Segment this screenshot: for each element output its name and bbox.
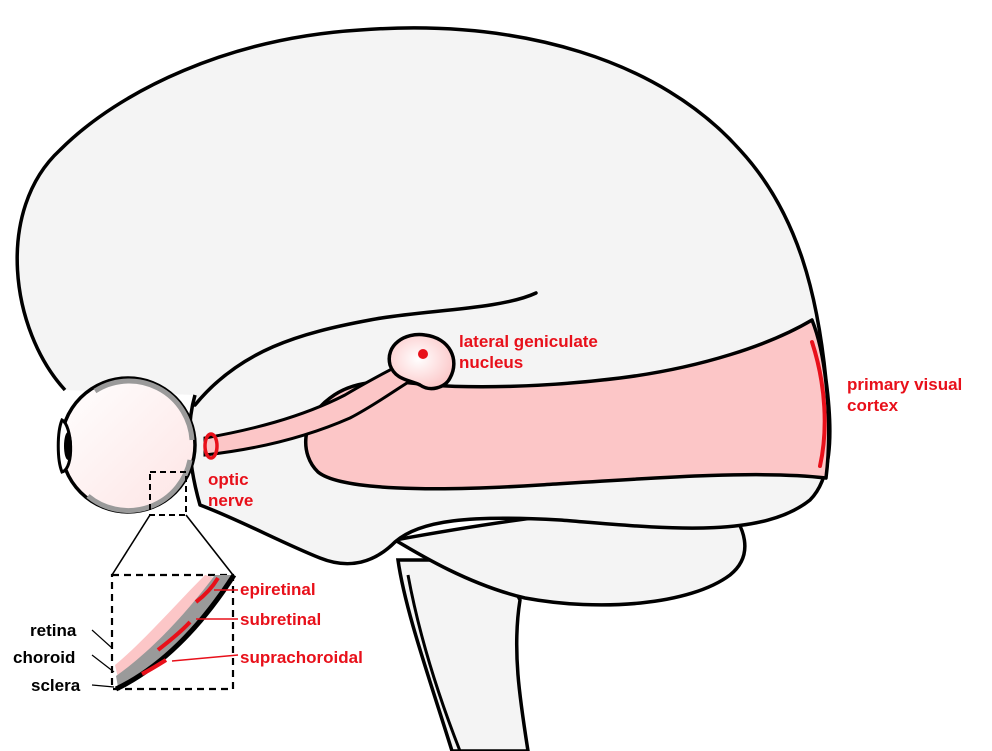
label-epiretinal: epiretinal bbox=[240, 579, 316, 600]
label-cortex: primary visual cortex bbox=[847, 374, 962, 416]
label-sclera: sclera bbox=[31, 675, 80, 696]
label-lgn-line1: lateral geniculate bbox=[459, 331, 598, 352]
label-subretinal: subretinal bbox=[240, 609, 321, 630]
label-lgn: lateral geniculate nucleus bbox=[459, 331, 598, 373]
label-optic-nerve: optic nerve bbox=[208, 469, 253, 511]
leader-retina bbox=[92, 630, 112, 648]
zoom-line-right bbox=[186, 515, 233, 575]
zoom-line-left bbox=[112, 515, 150, 575]
label-suprachoroidal: suprachoroidal bbox=[240, 647, 363, 668]
label-choroid: choroid bbox=[13, 647, 75, 668]
label-retina: retina bbox=[30, 620, 76, 641]
label-lgn-line2: nucleus bbox=[459, 352, 598, 373]
label-cortex-line2: cortex bbox=[847, 395, 962, 416]
eye-pupil bbox=[64, 432, 72, 460]
lgn-dot bbox=[418, 349, 428, 359]
label-cortex-line1: primary visual bbox=[847, 374, 962, 395]
leader-choroid bbox=[92, 655, 114, 672]
label-optic-line2: nerve bbox=[208, 490, 253, 511]
leader-sclera bbox=[92, 685, 114, 687]
label-optic-line1: optic bbox=[208, 469, 253, 490]
